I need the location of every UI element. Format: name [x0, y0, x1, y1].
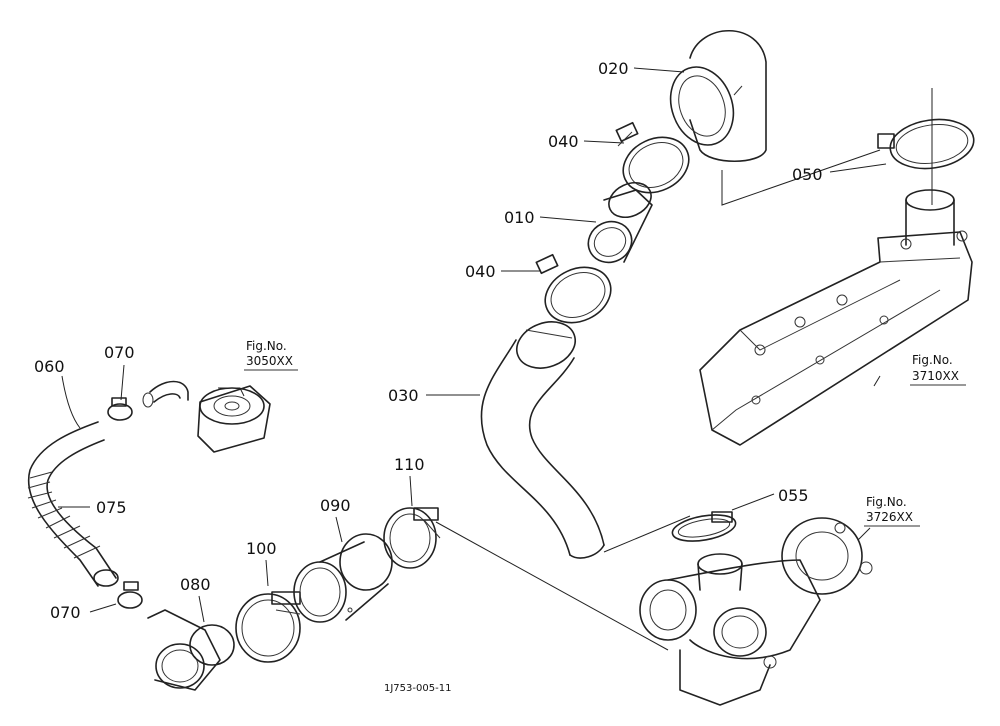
part-label-030: 030 [388, 386, 419, 405]
drawing-code: 1J753-005-11 [384, 683, 451, 694]
hose-clip-070-upper [107, 397, 133, 421]
pipe-080 [147, 609, 235, 691]
connection-line-030 [603, 515, 691, 553]
svg-text:3710XX: 3710XX [912, 369, 959, 383]
elbow-fitting [142, 380, 189, 408]
svg-text:Fig.No.: Fig.No. [866, 495, 907, 509]
part-label-090: 090 [320, 496, 351, 515]
fig-ref-3050: Fig.No. 3050XX [244, 339, 298, 371]
elbow-hose-020 [669, 29, 767, 163]
part-label-100: 100 [246, 539, 277, 558]
part-label-075: 075 [96, 498, 127, 517]
part-label-070-lower: 070 [50, 603, 81, 622]
intake-manifold [699, 189, 973, 446]
connection-line-020 [721, 149, 881, 206]
hose-010 [587, 181, 653, 264]
oil-hose-060 [27, 421, 119, 587]
hose-clamp-040-upper [615, 121, 690, 194]
hose-clamp-110 [383, 507, 441, 569]
oil-filter-base [197, 385, 271, 453]
leader-lines [58, 67, 887, 623]
connection-line-110 [435, 521, 669, 651]
svg-text:Fig.No.: Fig.No. [912, 353, 953, 367]
turbocharger [639, 517, 873, 706]
bent-pipe-030 [480, 321, 605, 559]
part-labels: 020 040 010 040 050 030 060 070 075 070 … [34, 59, 823, 622]
hose-clamp-055 [671, 511, 737, 542]
part-label-020: 020 [598, 59, 629, 78]
hose-clamp-100 [235, 591, 301, 663]
fig-ref-3710: Fig.No. 3710XX [910, 353, 966, 386]
part-label-055: 055 [778, 486, 809, 505]
svg-text:3726XX: 3726XX [866, 510, 913, 524]
part-label-010: 010 [504, 208, 535, 227]
hose-clip-070-lower [117, 581, 143, 609]
hose-clamp-050 [877, 88, 975, 205]
hose-090 [293, 533, 393, 623]
part-label-070-upper: 070 [104, 343, 135, 362]
part-label-040-upper: 040 [548, 132, 579, 151]
hose-clamp-040-lower [535, 253, 612, 324]
fig-ref-3726: Fig.No. 3726XX [864, 495, 920, 527]
part-label-050: 050 [792, 165, 823, 184]
part-label-040-lower: 040 [465, 262, 496, 281]
part-label-060: 060 [34, 357, 65, 376]
svg-text:3050XX: 3050XX [246, 354, 293, 368]
part-label-110: 110 [394, 455, 425, 474]
svg-text:Fig.No.: Fig.No. [246, 339, 287, 353]
part-label-080: 080 [180, 575, 211, 594]
